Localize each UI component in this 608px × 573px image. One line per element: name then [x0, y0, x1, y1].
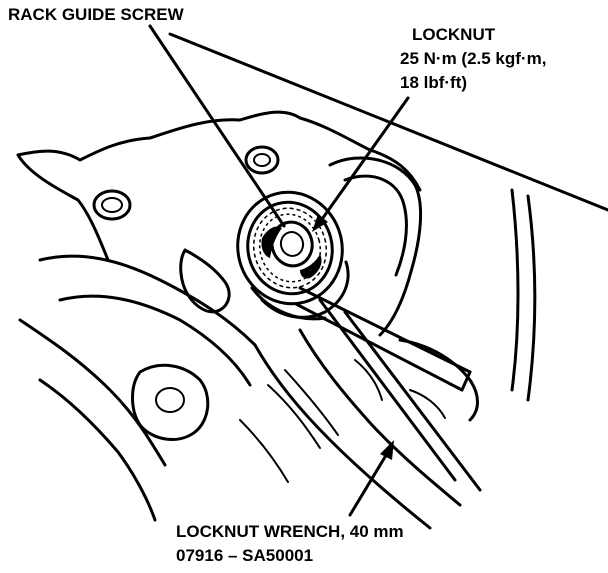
label-locknut-title: LOCKNUT [412, 25, 496, 44]
rack-guide-screw-leader [148, 24, 286, 228]
label-locknut-torque-line2: 18 lbf·ft) [400, 73, 467, 92]
label-locknut-torque-line1: 25 N·m (2.5 kgf·m, [400, 49, 546, 68]
label-wrench-line1: LOCKNUT WRENCH, 40 mm [176, 522, 404, 541]
callout-leaders [148, 24, 410, 517]
locknut-leader [318, 96, 410, 224]
steering-gearbox-housing [16, 32, 608, 530]
locknut-arrow-icon [312, 214, 328, 232]
label-wrench-line2: 07916 – SA50001 [176, 546, 313, 565]
locknut-wrench-tool [250, 260, 482, 492]
wrench-leader [348, 450, 390, 517]
diagram-labels: RACK GUIDE SCREW LOCKNUT 25 N·m (2.5 kgf… [8, 5, 546, 565]
wrench-arrow-icon [380, 440, 394, 460]
label-rack-guide-screw: RACK GUIDE SCREW [8, 5, 185, 24]
rack-guide-screw-assembly [236, 190, 344, 306]
